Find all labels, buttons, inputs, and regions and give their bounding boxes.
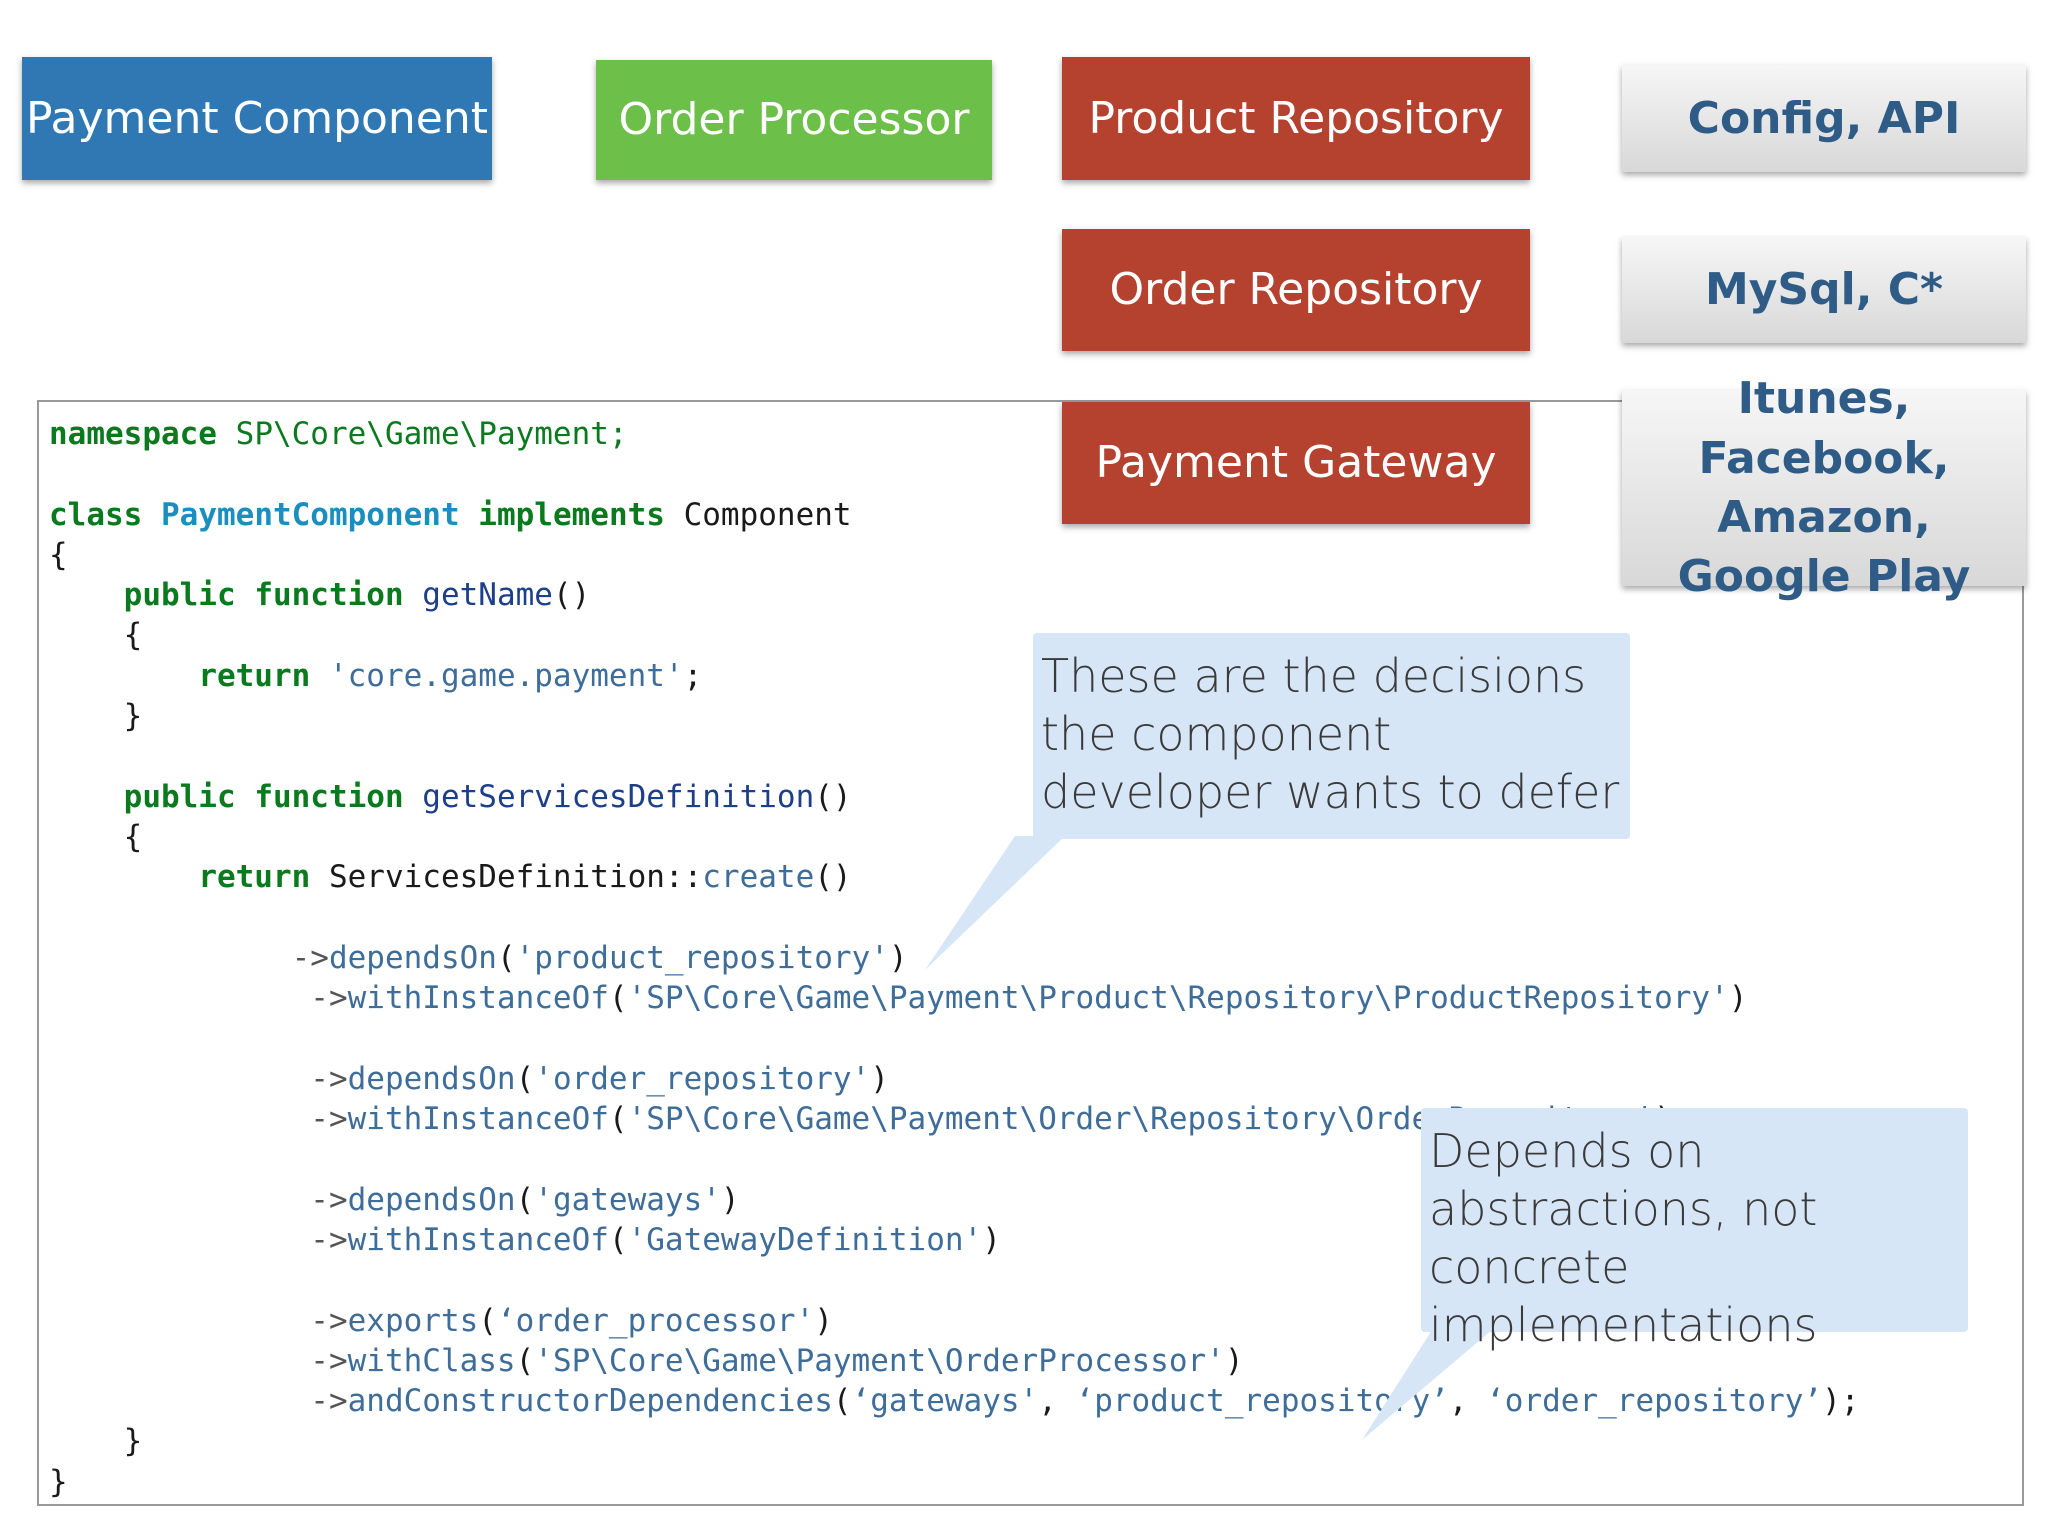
code-arrow: ->: [310, 1101, 348, 1138]
code-method-call: exports: [347, 1302, 479, 1339]
code-brace: }: [123, 1423, 143, 1460]
code-brace: {: [123, 818, 143, 855]
code-keyword: public: [123, 577, 236, 614]
code-class-name: PaymentComponent: [161, 496, 460, 533]
code-keyword: function: [254, 778, 404, 815]
code-string: 'order_repository': [534, 1060, 871, 1097]
code-string: 'GatewayDefinition': [627, 1221, 983, 1258]
code-string: 'gateways': [534, 1181, 721, 1218]
code-method-call: dependsOn: [328, 939, 497, 976]
product-repository-box: Product Repository: [1062, 57, 1530, 180]
code-string: ‘order_repository’: [1486, 1383, 1823, 1420]
code-keyword: return: [198, 859, 311, 896]
code-string: 'SP\Core\Game\Payment\Product\Repository…: [627, 980, 1729, 1017]
code-brace: {: [49, 536, 68, 573]
mysql-box: MySql, C*: [1622, 237, 2026, 343]
code-method-call: withClass: [347, 1342, 516, 1379]
code-method-call: withInstanceOf: [347, 1101, 609, 1138]
code-string: 'core.game.payment': [328, 657, 684, 694]
code-method-name: getName: [422, 577, 553, 614]
order-processor-box: Order Processor: [596, 60, 992, 180]
code-arrow: ->: [310, 1221, 348, 1258]
callout-defer: These are the decisions the component de…: [1033, 633, 1630, 839]
code-string: 'product_repository': [515, 939, 889, 976]
code-keyword: class: [49, 496, 143, 533]
code-method-call: dependsOn: [347, 1060, 516, 1097]
code-keyword: implements: [478, 496, 665, 533]
code-namespace: SP\Core\Game\Payment;: [235, 416, 628, 452]
code-block: namespace SP\Core\Game\Payment; class Pa…: [49, 416, 1860, 1500]
code-interface: Component: [683, 496, 852, 533]
code-method-name: getServicesDefinition: [422, 778, 815, 815]
callout-abstractions: Depends on abstractions, not concrete im…: [1421, 1108, 1968, 1352]
code-method-call: dependsOn: [347, 1181, 516, 1218]
code-string: 'SP\Core\Game\Payment\OrderProcessor': [534, 1342, 1225, 1379]
code-brace: }: [123, 698, 143, 735]
code-method-call: create: [702, 859, 815, 896]
callout-defer-tail: [925, 836, 1065, 970]
code-brace: }: [49, 1463, 68, 1500]
code-brace: {: [123, 617, 143, 654]
code-keyword: function: [254, 577, 404, 614]
code-arrow: ->: [310, 1383, 348, 1420]
code-arrow: ->: [310, 980, 348, 1017]
callout-abstractions-tail: [1362, 1330, 1492, 1440]
code-arrow: ->: [291, 939, 329, 976]
code-method-call: andConstructorDependencies: [347, 1383, 833, 1420]
code-keyword: return: [198, 657, 311, 694]
config-api-box: Config, API: [1622, 65, 2026, 172]
code-arrow: ->: [310, 1181, 348, 1218]
code-class-ref: ServicesDefinition: [328, 859, 665, 896]
payment-gateway-box: Payment Gateway: [1062, 402, 1530, 524]
code-string: ‘gateways': [851, 1383, 1039, 1420]
payment-component-box: Payment Component: [22, 57, 492, 180]
code-string: ‘order_processor': [496, 1302, 815, 1339]
code-method-call: withInstanceOf: [347, 980, 609, 1017]
code-arrow: ->: [310, 1060, 348, 1097]
code-arrow: ->: [310, 1302, 348, 1339]
order-repository-box: Order Repository: [1062, 229, 1530, 351]
code-method-call: withInstanceOf: [347, 1221, 609, 1258]
code-arrow: ->: [310, 1342, 348, 1379]
code-keyword: namespace: [49, 416, 217, 452]
code-keyword: public: [123, 778, 236, 815]
